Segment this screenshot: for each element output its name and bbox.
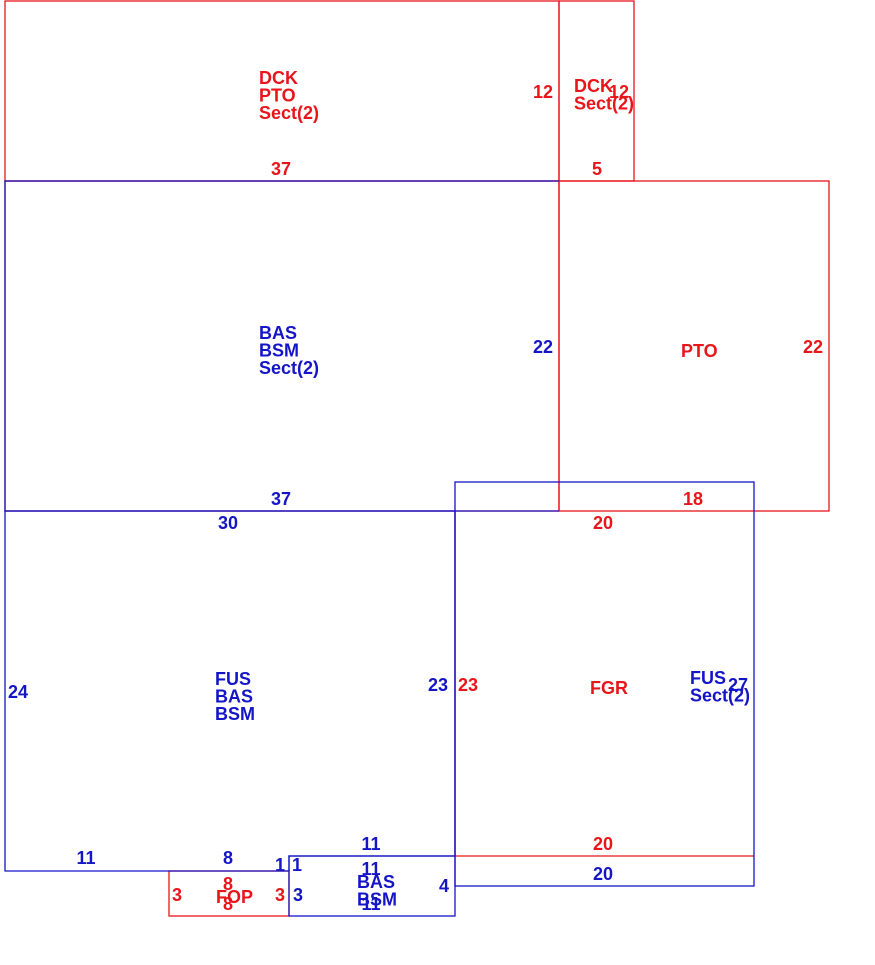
area-label-line: Sect(2) xyxy=(690,686,750,706)
dimension-label: 12 xyxy=(609,82,629,102)
dimension-label: 27 xyxy=(728,675,748,695)
bas-bsm-small-outline xyxy=(288,855,456,917)
area-label-line: DCK xyxy=(259,68,298,88)
dimension-label: 37 xyxy=(271,489,291,509)
area-label-line: Sect(2) xyxy=(259,358,319,378)
area-label-line: BSM xyxy=(215,704,255,724)
area-label-line: DCK xyxy=(574,76,613,96)
dimension-label: 11 xyxy=(76,848,95,868)
dimension-label: 8 xyxy=(223,874,233,894)
dimension-label: 24 xyxy=(8,682,28,702)
dimension-label: 12 xyxy=(533,82,553,102)
area-label-line: FUS xyxy=(690,668,726,688)
dimension-label: 3 xyxy=(293,885,303,905)
area-label-pto: PTO xyxy=(681,341,718,361)
dimension-label: 4 xyxy=(439,876,449,896)
area-label-fgr: FGR xyxy=(590,678,628,698)
dimension-label: 22 xyxy=(533,337,553,357)
dimension-label: 8 xyxy=(223,848,233,868)
area-label-bas-bsm-small: BAS BSM xyxy=(357,872,400,910)
area-label-line: FGR xyxy=(590,678,628,698)
dimension-label: 23 xyxy=(428,675,448,695)
dimension-labels: 37 12 5 12 22 37 22 18 30 24 23 11 8 1 2… xyxy=(8,82,823,914)
dimension-label: 20 xyxy=(593,834,613,854)
dimension-label: 1 xyxy=(292,855,302,875)
area-label-line: BAS xyxy=(259,323,297,343)
area-label-line: PTO xyxy=(681,341,718,361)
fus-sect-outline xyxy=(454,481,755,887)
dimension-label: 3 xyxy=(172,885,182,905)
outlines xyxy=(4,0,830,917)
area-label-dck-pto: DCK PTO Sect(2) xyxy=(259,68,319,123)
dimension-label: 20 xyxy=(593,864,613,884)
area-label-line: PTO xyxy=(259,86,296,106)
dimension-label: 8 xyxy=(223,894,233,914)
dimension-label: 11 xyxy=(361,894,380,914)
dimension-label: 11 xyxy=(361,859,380,879)
area-label-fop: FOP xyxy=(216,887,253,907)
area-label-fus-sect: FUS Sect(2) xyxy=(690,668,750,706)
dimension-label: 30 xyxy=(218,513,238,533)
dimension-label: 18 xyxy=(683,489,703,509)
area-label-line: BAS xyxy=(215,687,253,707)
area-label-fus-bas-bsm: FUS BAS BSM xyxy=(215,669,258,724)
dimension-label: 11 xyxy=(361,834,380,854)
area-label-line: FOP xyxy=(216,887,253,907)
area-label-line: BSM xyxy=(259,341,299,361)
area-label-dck-right: DCK Sect(2) xyxy=(574,76,634,114)
dimension-label: 22 xyxy=(803,337,823,357)
area-labels: DCK PTO Sect(2) DCK Sect(2) BAS BSM Sect… xyxy=(215,68,750,910)
dimension-label: 23 xyxy=(458,675,478,695)
area-label-line: BSM xyxy=(357,890,397,910)
area-label-line: BAS xyxy=(357,872,395,892)
area-label-line: Sect(2) xyxy=(259,103,319,123)
area-label-bas-bsm: BAS BSM Sect(2) xyxy=(259,323,319,378)
dimension-label: 5 xyxy=(592,159,602,179)
area-label-line: FUS xyxy=(215,669,251,689)
dimension-label: 37 xyxy=(271,159,291,179)
dimension-label: 20 xyxy=(593,513,613,533)
dimension-label: 3 xyxy=(275,885,285,905)
pto-outline xyxy=(558,180,830,512)
dimension-label: 1 xyxy=(275,855,285,875)
area-label-line: Sect(2) xyxy=(574,94,634,114)
